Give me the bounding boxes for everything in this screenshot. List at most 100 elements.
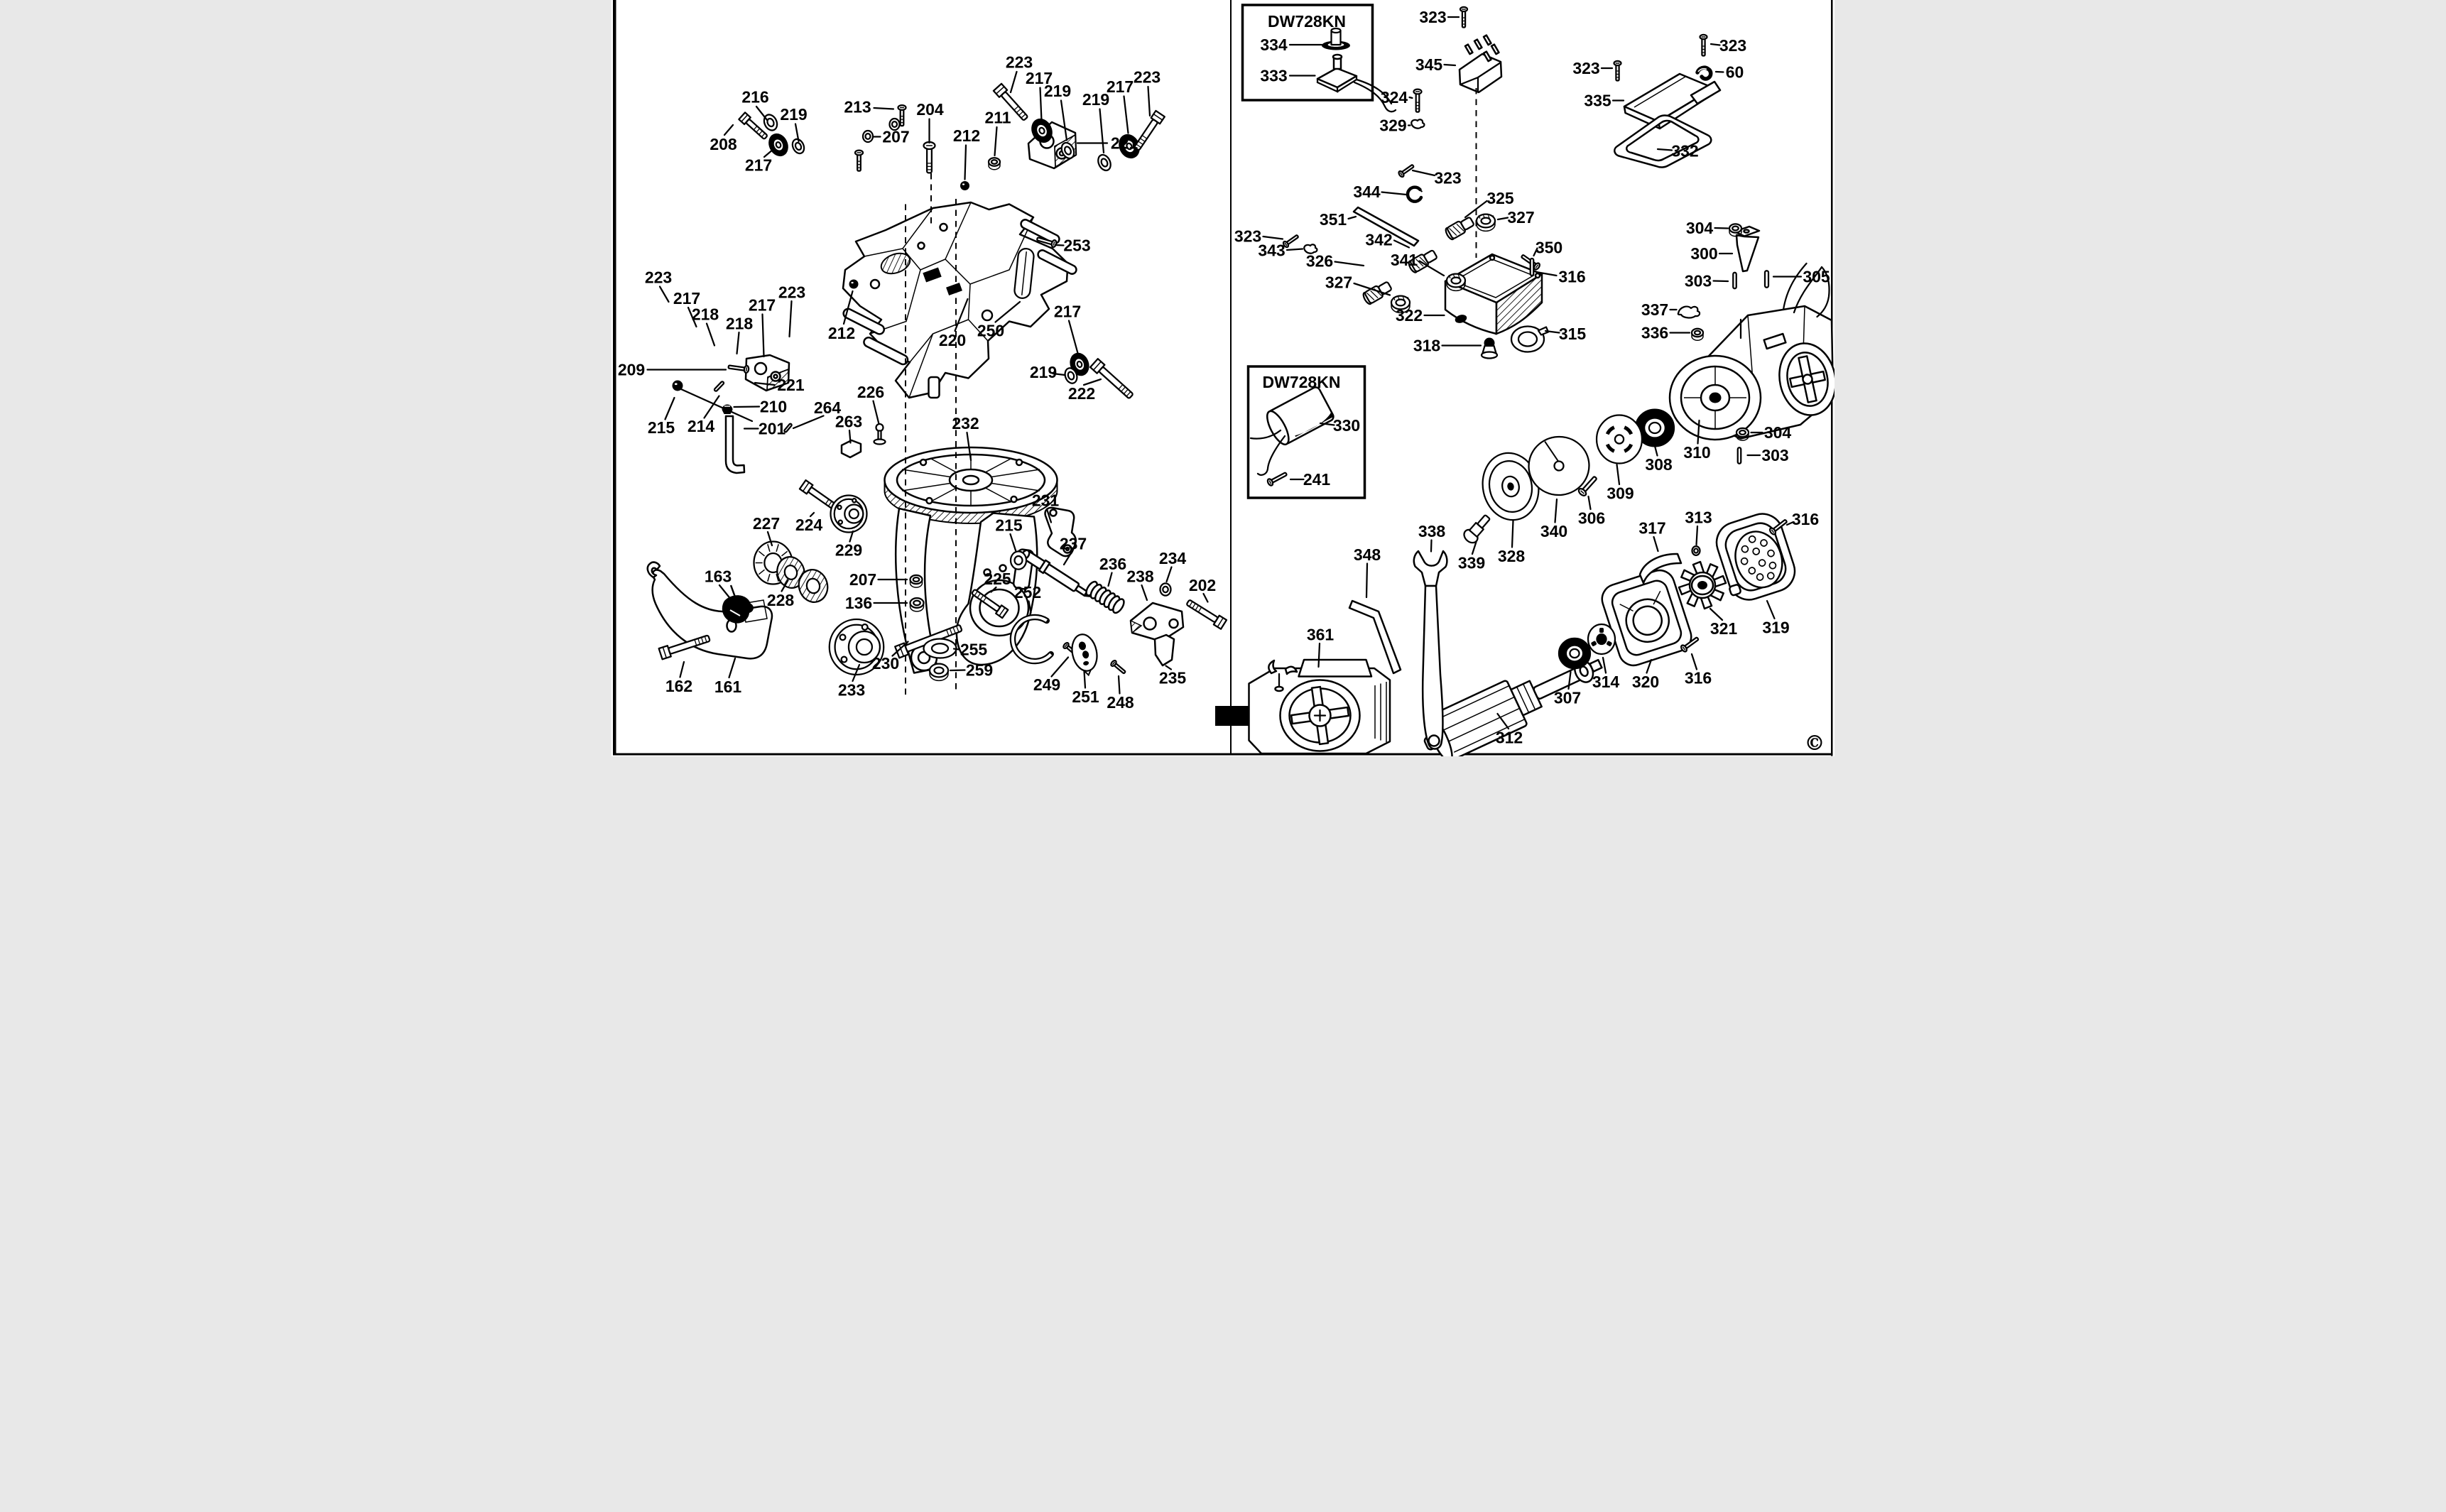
callout-label-305-90: 305	[1803, 268, 1830, 286]
callout-label-314-106: 314	[1592, 673, 1620, 691]
callout-label-326-77: 326	[1306, 252, 1333, 271]
part-213-glyph-5	[854, 149, 864, 172]
callout-350-82: 350	[1533, 239, 1562, 257]
spanner-wrench-338-glyph	[1413, 550, 1448, 750]
callout-249-61: 249	[1033, 656, 1070, 694]
callout-223-7: 223	[1006, 53, 1033, 94]
callout-label-162-45: 162	[665, 677, 692, 695]
part-213-glyph-4	[897, 104, 907, 127]
callout-320-105: 320	[1632, 658, 1659, 691]
callout-label-232-51: 232	[952, 414, 979, 433]
callout-217-33: 217	[673, 289, 700, 328]
callout-label-334-65: 334	[1260, 36, 1288, 54]
callout-label-259-50: 259	[966, 661, 993, 680]
callout-223-12: 223	[1134, 68, 1161, 117]
alignment-dashed-lines	[905, 88, 1477, 695]
callout-label-315-86: 315	[1559, 325, 1587, 343]
part-228-glyph-32	[798, 569, 829, 603]
callout-label-223-7: 223	[1006, 53, 1033, 72]
callout-322-84: 322	[1396, 306, 1445, 325]
callout-label-340-114: 340	[1540, 522, 1567, 540]
callout-label-219-1: 219	[780, 105, 807, 124]
part-223-glyph-9	[992, 82, 1028, 121]
callout-label-304-94: 304	[1764, 423, 1792, 442]
part-327-glyph-60	[1390, 295, 1411, 314]
callout-221-15: 221	[1076, 134, 1138, 153]
callout-label-336-92: 336	[1641, 324, 1668, 342]
part-217-glyph-3	[768, 133, 788, 157]
callout-314-106: 314	[1592, 656, 1620, 691]
callout-label-332-118: 332	[1671, 142, 1698, 161]
part-212-glyph-16	[960, 181, 969, 190]
callout-label-221-15: 221	[1111, 134, 1138, 153]
callout-label-308-96: 308	[1645, 455, 1673, 474]
callout-label-309-97: 309	[1607, 484, 1634, 503]
callout-304-87: 304	[1686, 219, 1729, 237]
callout-213-4: 213	[844, 98, 895, 116]
model-box-mid-title: DW728KN	[1263, 373, 1341, 391]
page-divider	[1230, 0, 1232, 754]
callout-341-78: 341	[1391, 251, 1445, 277]
callout-label-341-78: 341	[1391, 251, 1418, 269]
part-228-glyph-31	[776, 556, 805, 589]
part-326-glyph-59	[1362, 281, 1392, 305]
part-305-glyph-69	[1763, 270, 1770, 288]
part-334-glyph-49	[1322, 27, 1350, 50]
callout-202-58: 202	[1189, 576, 1216, 603]
callout-label-222-22: 222	[1068, 384, 1095, 403]
callout-label-329-70: 329	[1379, 116, 1406, 135]
callout-label-316-101: 316	[1792, 510, 1819, 528]
callout-209-28: 209	[618, 361, 727, 379]
callout-235-64: 235	[1159, 665, 1186, 687]
parts-diagram-canvas: DW728KN DW728KN	[612, 0, 1835, 756]
callout-325-80: 325	[1464, 189, 1514, 219]
callout-label-303-95: 303	[1761, 446, 1788, 464]
part-210-glyph-25	[722, 404, 733, 414]
callout-label-327-81: 327	[1507, 208, 1534, 227]
callout-label-321-103: 321	[1710, 619, 1738, 638]
callout-219-10: 219	[1082, 90, 1109, 154]
callout-234-57: 234	[1159, 549, 1186, 583]
callout-label-60-121: 60	[1726, 63, 1744, 82]
callout-361-109: 361	[1307, 626, 1334, 668]
part-212-glyph-19	[849, 279, 859, 289]
callout-253-16: 253	[1054, 236, 1091, 255]
callout-label-201-31: 201	[759, 420, 786, 438]
callout-label-310-93: 310	[1683, 443, 1710, 462]
motor-assembly-310-glyph	[1668, 262, 1835, 441]
callout-label-229-40: 229	[835, 541, 862, 560]
part-323-glyph-87	[1699, 33, 1708, 57]
callout-label-323-73: 323	[1234, 227, 1261, 246]
callout-327-81: 327	[1496, 208, 1535, 227]
part-208-glyph-2	[738, 112, 768, 140]
end-cap-319-glyph	[1715, 513, 1796, 601]
part-222-glyph-22	[1089, 358, 1134, 399]
part-241-glyph-85	[1266, 472, 1288, 486]
callout-label-327-79: 327	[1325, 273, 1352, 292]
callout-label-342-76: 342	[1365, 231, 1392, 249]
callout-label-218-34: 218	[692, 305, 719, 324]
callout-label-318-85: 318	[1413, 337, 1441, 355]
part-318-glyph-65	[1480, 337, 1499, 359]
callout-222-22: 222	[1068, 378, 1102, 403]
part-209-glyph-26	[727, 364, 750, 374]
callout-label-212-19: 212	[828, 324, 855, 342]
callout-264-24: 264	[792, 398, 841, 430]
part-308-glyph-74	[1634, 408, 1675, 447]
terminal-box-322-glyph	[1444, 253, 1543, 335]
callout-label-350-82: 350	[1535, 239, 1562, 257]
handle-lever-161-glyph	[646, 561, 773, 660]
callout-221-27: 221	[754, 376, 805, 394]
callout-label-217-36: 217	[749, 296, 776, 315]
callout-label-300-88: 300	[1690, 244, 1717, 263]
rod-351-glyph	[1352, 206, 1420, 247]
callout-259-50: 259	[949, 661, 993, 680]
wedge-300-glyph	[1733, 225, 1761, 273]
callout-219-21: 219	[1030, 363, 1066, 381]
callout-label-348-110: 348	[1354, 545, 1381, 564]
callout-223-32: 223	[645, 268, 672, 303]
callout-323-73: 323	[1234, 227, 1284, 246]
callout-label-249-61: 249	[1033, 675, 1060, 694]
part-250-glyph-18	[1013, 248, 1035, 299]
callout-215-53: 215	[995, 516, 1023, 552]
